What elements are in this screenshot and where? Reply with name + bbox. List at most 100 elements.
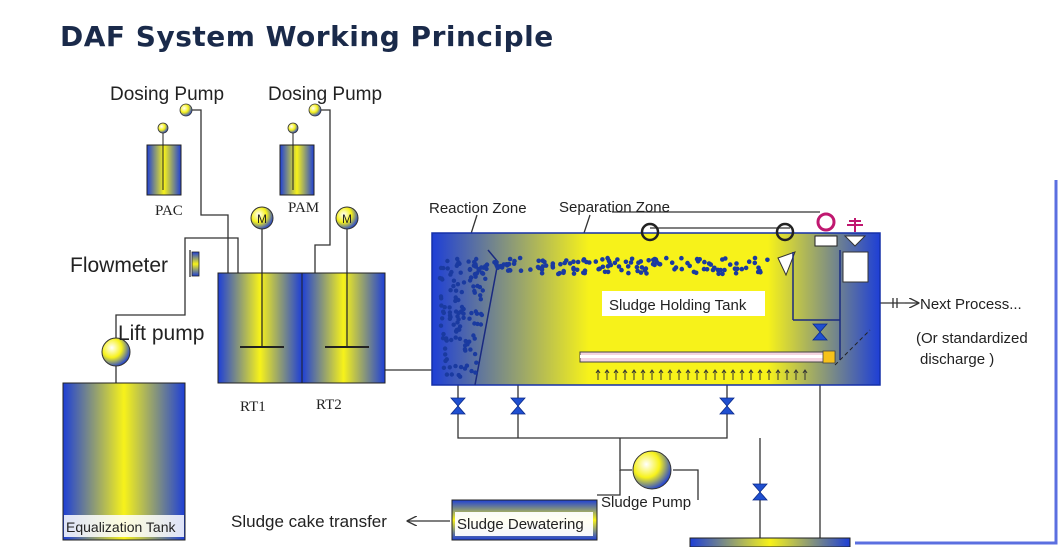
label-reaction-zone: Reaction Zone [429, 200, 527, 217]
bubble [472, 259, 477, 265]
bubble [475, 321, 480, 327]
up-arrow [649, 369, 655, 380]
bubble [605, 269, 611, 275]
bubble [536, 258, 541, 264]
bubble [463, 338, 468, 344]
dosing-pump-pac [146, 103, 193, 196]
bubble [574, 267, 580, 273]
bubble [468, 347, 473, 352]
bubble [702, 259, 707, 265]
bubble [732, 266, 738, 272]
bubble [710, 267, 716, 273]
bubble [629, 256, 635, 262]
bubble [474, 360, 479, 365]
bubble [459, 304, 465, 310]
bubble [605, 255, 610, 261]
bubble [752, 260, 758, 266]
bubble [575, 259, 581, 265]
page-title: DAF System Working Principle [60, 20, 554, 53]
pac-tank [146, 144, 182, 196]
up-arrow [784, 369, 790, 380]
rt1-tank [217, 272, 303, 384]
bubble [471, 333, 476, 338]
bubble [468, 275, 474, 280]
bubble [758, 270, 763, 275]
bubble [471, 284, 476, 289]
bubble [561, 270, 566, 276]
bubble [679, 255, 684, 261]
bubble [596, 266, 601, 272]
bubble [733, 270, 739, 276]
up-arrow [721, 369, 727, 380]
bubble [456, 260, 461, 265]
bubble [558, 261, 563, 267]
bubble [642, 268, 648, 273]
pam-tank [279, 144, 315, 196]
bubble [701, 266, 707, 272]
up-arrow [802, 369, 808, 380]
motor-icon [335, 206, 359, 230]
drive-motor-icon [816, 212, 836, 232]
bubble [476, 268, 482, 273]
label-pam: PAM [288, 200, 319, 216]
flowmeter-icon [191, 251, 200, 277]
label-standardized-line2: discharge ) [920, 351, 994, 368]
bubble [492, 260, 497, 265]
bubble [752, 255, 758, 261]
bubble [562, 260, 567, 266]
bubble [582, 268, 588, 274]
label-sludge-cake-transfer: Sludge cake transfer [231, 512, 387, 531]
up-arrow [658, 369, 664, 380]
air-release-arrows [595, 369, 808, 380]
bubble [646, 258, 651, 263]
label-equalization-tank: Equalization Tank [66, 519, 176, 535]
bubble [539, 267, 545, 272]
bubble [447, 305, 452, 310]
bubble [685, 260, 690, 266]
bubble [441, 309, 446, 314]
label-next-process: Next Process... [920, 296, 1022, 313]
bubble [443, 352, 448, 357]
up-arrow [748, 369, 754, 380]
bubble [722, 267, 727, 273]
bubble [441, 365, 447, 370]
up-arrow [703, 369, 709, 380]
bubble [473, 370, 478, 375]
bubble [466, 259, 471, 264]
bubble [478, 322, 484, 327]
label-rt2: RT2 [316, 397, 342, 413]
rt2-tank [301, 272, 386, 384]
label-standardized-line1: (Or standardized [916, 330, 1028, 347]
bubble [447, 365, 452, 370]
bubble [437, 275, 443, 281]
bubble [506, 261, 512, 267]
bubble [484, 262, 490, 268]
bubble [467, 266, 473, 272]
sludge-holding-tank-label-box [602, 291, 765, 316]
bubble [507, 267, 512, 273]
label-lift-pump: Lift pump [118, 322, 204, 345]
bubble [457, 336, 463, 341]
bubble [540, 258, 546, 264]
label-dosing-pump: Dosing Pump [268, 84, 382, 105]
bubble [453, 328, 459, 334]
label-sludge-holding-tank: Sludge Holding Tank [609, 297, 747, 314]
bubble [512, 258, 517, 264]
bubble [635, 268, 640, 274]
bubble [451, 322, 456, 327]
bubble [444, 338, 449, 343]
up-arrow [739, 369, 745, 380]
bubble [619, 267, 624, 273]
equalization-tank [62, 382, 186, 541]
bubble [456, 372, 461, 378]
bubble [474, 311, 480, 316]
bubble [593, 259, 599, 264]
bubble [461, 280, 467, 285]
valve-icon [510, 397, 526, 415]
valve-icon [752, 483, 768, 501]
bubble [720, 271, 725, 277]
bubble [765, 257, 770, 263]
bubble [716, 271, 721, 277]
sprocket-icon [640, 222, 660, 242]
bubble [608, 262, 614, 268]
